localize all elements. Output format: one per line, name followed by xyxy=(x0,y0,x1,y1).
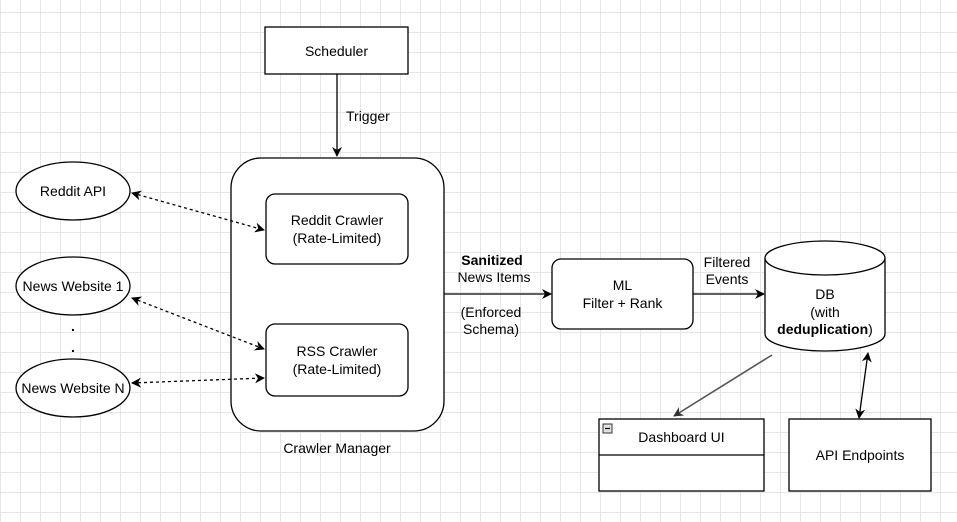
sanitized-label-bold: Sanitized xyxy=(461,252,522,268)
rss-crawler-node[interactable]: RSS Crawler (Rate-Limited) xyxy=(265,323,409,397)
db-node[interactable]: DB (with deduplication) xyxy=(764,240,886,352)
sanitized-label-line3: (Enforced xyxy=(461,304,522,320)
reddit-api-node[interactable]: Reddit API xyxy=(15,161,131,221)
scheduler-label: Scheduler xyxy=(305,43,368,59)
db-to-api-edge xyxy=(855,352,872,419)
sanitized-label-line2: News Items xyxy=(457,269,530,285)
filtered-events-line1: Filtered xyxy=(704,254,751,270)
ml-title: ML xyxy=(613,277,633,293)
db-dedup-line: deduplication) xyxy=(777,321,873,337)
db-title: DB xyxy=(815,286,834,302)
scheduler-node[interactable]: Scheduler xyxy=(264,26,409,75)
api-endpoints-label: API Endpoints xyxy=(816,447,905,463)
ml-node[interactable]: ML Filter + Rank xyxy=(551,258,694,330)
db-with: (with xyxy=(810,304,840,320)
ellipsis-dot-1: . xyxy=(71,318,75,334)
news-website-n-edge xyxy=(131,373,265,388)
ellipsis-dot-2: . xyxy=(71,339,75,355)
news-website-1-node[interactable]: News Website 1 xyxy=(15,256,131,316)
news-website-n-label: News Website N xyxy=(21,380,124,396)
dashboard-ui-node[interactable]: Dashboard UI xyxy=(598,418,765,492)
collapse-icon[interactable] xyxy=(602,423,613,434)
crawler-manager-label: Crawler Manager xyxy=(283,440,391,456)
reddit-api-label: Reddit API xyxy=(40,183,106,199)
reddit-crawler-title: Reddit Crawler xyxy=(291,212,384,228)
trigger-label: Trigger xyxy=(346,108,390,124)
filtered-events-edge: Filtered Events xyxy=(693,254,765,299)
reddit-crawler-subtitle: (Rate-Limited) xyxy=(293,230,382,246)
reddit-api-edge xyxy=(131,190,265,233)
reddit-crawler-node[interactable]: Reddit Crawler (Rate-Limited) xyxy=(265,193,409,265)
db-close-paren: ) xyxy=(868,321,873,337)
filtered-events-line2: Events xyxy=(706,271,749,287)
news-website-1-label: News Website 1 xyxy=(23,278,124,294)
sanitized-edge: Sanitized News Items (Enforced Schema) xyxy=(444,252,552,337)
news-website-n-node[interactable]: News Website N xyxy=(15,358,131,418)
sanitized-label-line4: Schema) xyxy=(463,321,519,337)
rss-crawler-subtitle: (Rate-Limited) xyxy=(293,361,382,377)
db-dedup-bold: deduplication xyxy=(777,321,868,337)
dashboard-ui-label: Dashboard UI xyxy=(638,429,724,445)
rss-crawler-title: RSS Crawler xyxy=(297,343,378,359)
trigger-edge: Trigger xyxy=(332,74,390,157)
api-endpoints-node[interactable]: API Endpoints xyxy=(788,418,932,492)
db-to-dashboard-edge xyxy=(673,354,773,417)
ml-subtitle: Filter + Rank xyxy=(583,295,664,311)
